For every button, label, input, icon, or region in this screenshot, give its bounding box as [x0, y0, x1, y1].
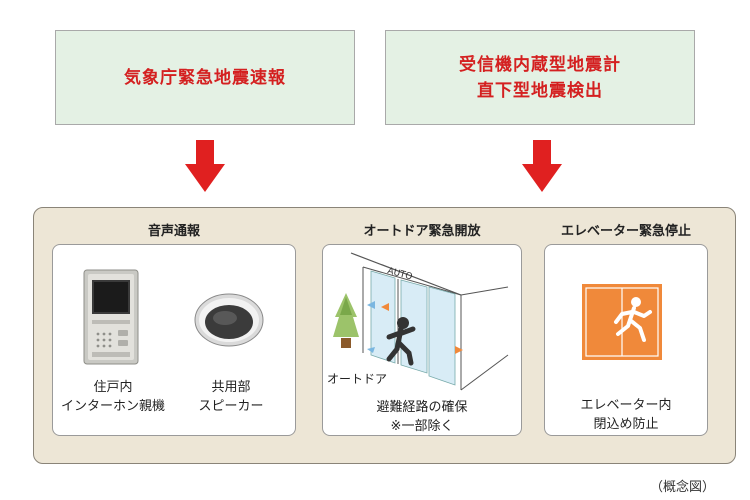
intercom-caption: 住戸内 インターホン親機: [52, 378, 174, 416]
elevator-panel-title: エレベーター緊急停止: [560, 224, 691, 239]
auto-door-illustration: AUTO: [333, 252, 509, 391]
speaker-icon: [194, 293, 264, 347]
seismometer-label: 受信機内蔵型地震計: [459, 54, 621, 75]
down-arrow-icon: [522, 140, 562, 192]
elevator-caption: エレベーター内 閉込め防止: [544, 396, 708, 434]
jma-alert-box: 気象庁緊急地震速報: [55, 30, 355, 125]
speaker-caption: 共用部 スピーカー: [172, 378, 290, 416]
elevator-caption-line1: エレベーター内: [580, 398, 672, 413]
concept-diagram-caption: （概念図）: [650, 480, 716, 495]
auto-door-label: オートドア: [327, 372, 388, 386]
intercom-caption-line2: インターホン親機: [60, 399, 165, 414]
door-caption-line1: 避難経路の確保: [376, 400, 468, 415]
jma-alert-label: 気象庁緊急地震速報: [124, 67, 286, 88]
intercom-caption-line1: 住戸内: [93, 380, 133, 395]
door-caption-line2: ※一部除く: [390, 419, 454, 434]
intercom-icon: [83, 269, 139, 365]
door-panel-title: オートドア緊急開放: [363, 224, 481, 239]
speaker-caption-line1: 共用部: [211, 380, 251, 395]
voice-panel-title: 音声通報: [147, 224, 200, 239]
door-caption: 避難経路の確保 ※一部除く: [322, 398, 522, 436]
direct-quake-label: 直下型地震検出: [477, 80, 603, 101]
seismometer-box: 受信機内蔵型地震計 直下型地震検出: [385, 30, 695, 125]
speaker-caption-line2: スピーカー: [198, 399, 264, 414]
down-arrow-icon: [185, 140, 225, 192]
elevator-caption-line2: 閉込め防止: [593, 417, 659, 432]
elevator-icon: [582, 284, 662, 360]
